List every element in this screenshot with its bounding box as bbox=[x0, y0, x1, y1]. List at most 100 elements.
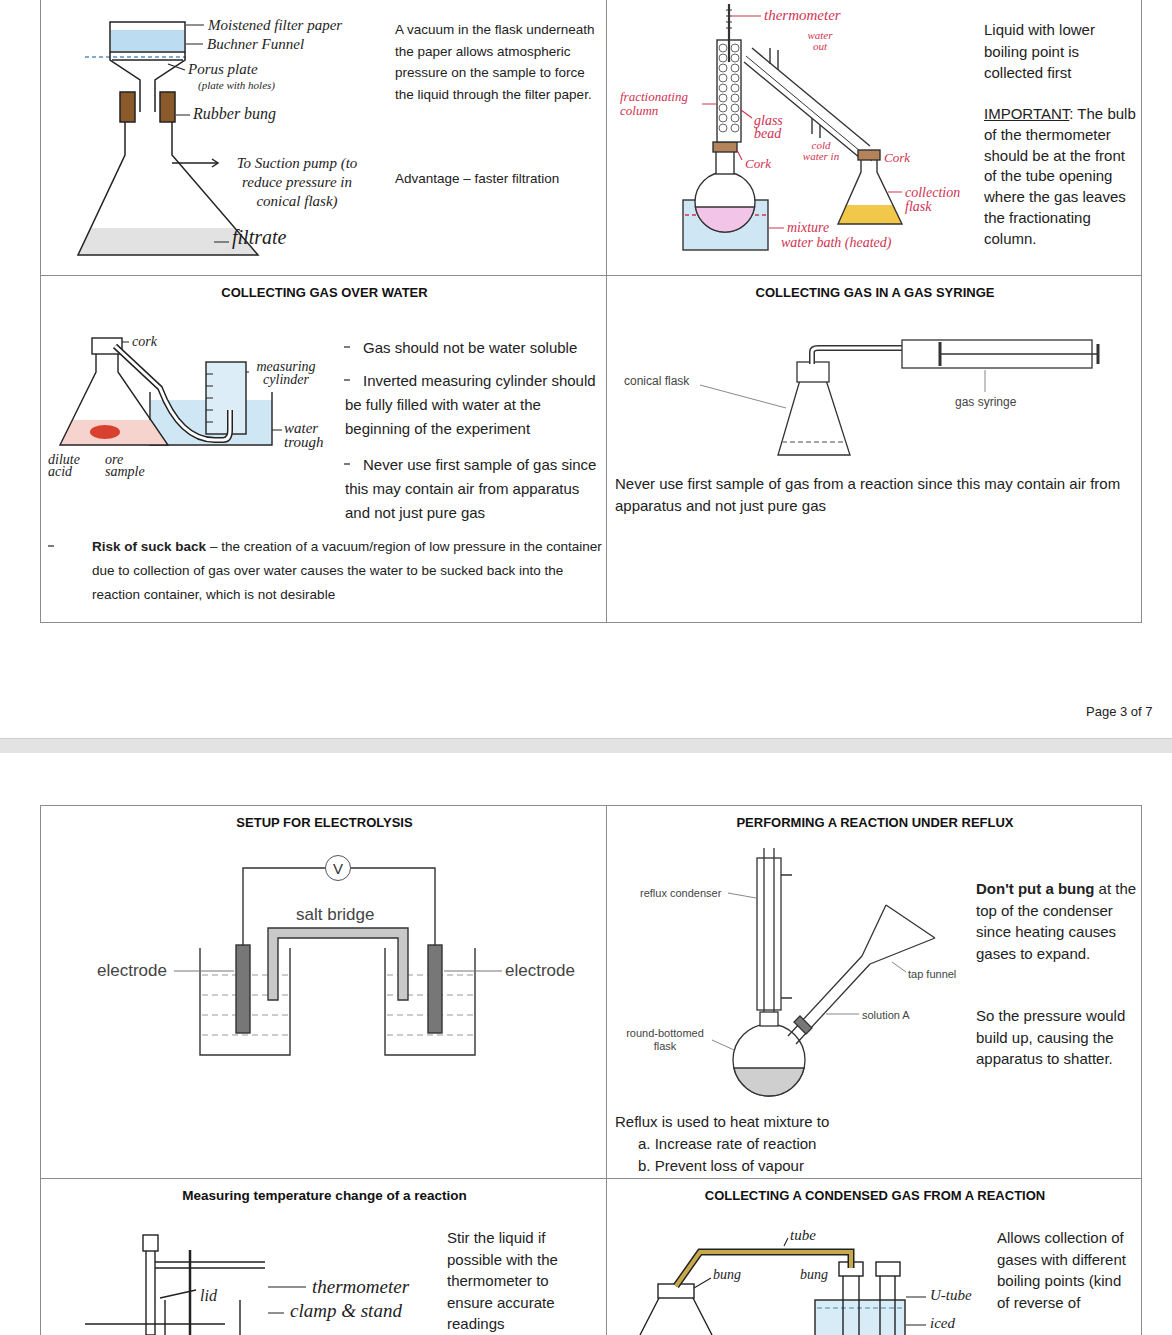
note-text: Risk of suck back bbox=[92, 539, 206, 554]
part-label: lid bbox=[200, 1286, 217, 1305]
part-label: water bath (heated) bbox=[781, 234, 891, 251]
condensed-gas-apparatus bbox=[694, 1238, 926, 1325]
gas-over-water-apparatus bbox=[115, 346, 230, 440]
page-separator bbox=[0, 738, 1172, 753]
voltmeter-circle: V bbox=[325, 855, 351, 881]
condensed-gas-apparatus bbox=[640, 1238, 926, 1335]
distillation-apparatus bbox=[838, 205, 902, 224]
section-heading: COLLECTING GAS OVER WATER bbox=[221, 285, 427, 300]
gas-syringe-apparatus bbox=[797, 362, 829, 382]
text-block: Never use first sample of gas from a rea… bbox=[615, 473, 1135, 517]
distillation-apparatus bbox=[746, 56, 872, 161]
distillation-apparatus bbox=[683, 200, 768, 250]
gas-over-water-apparatus bbox=[206, 374, 213, 422]
part-label: bung bbox=[713, 1266, 741, 1283]
note-text: Allows collection of gases with differen… bbox=[997, 1229, 1126, 1311]
text-block: Reflux is used to heat mixture to bbox=[615, 1111, 1015, 1133]
note-text: IMPORTANT bbox=[984, 105, 1069, 122]
electrolysis-apparatus bbox=[174, 971, 502, 972]
reflux-apparatus bbox=[760, 1012, 778, 1026]
bullet-mark bbox=[48, 347, 350, 546]
part-label: tube bbox=[790, 1226, 816, 1244]
text-block: COLLECTING GAS OVER WATER bbox=[41, 284, 608, 302]
text-block: PERFORMING A REACTION UNDER REFLUX bbox=[607, 814, 1143, 832]
part-label: Page 3 of 7 bbox=[1086, 704, 1153, 720]
text-block: SETUP FOR ELECTROLYSIS bbox=[41, 814, 608, 832]
part-label: water trough bbox=[284, 421, 336, 449]
text-block: Don't put a bungat the top of the conden… bbox=[976, 878, 1138, 964]
condensed-gas-apparatus bbox=[676, 1252, 851, 1286]
text-block: Never use first sample of gas since this… bbox=[345, 453, 597, 525]
part-label: water out bbox=[800, 30, 840, 52]
note-text: So the pressure would build up, causing … bbox=[976, 1007, 1125, 1067]
bullet-mark bbox=[344, 463, 350, 464]
distillation-apparatus bbox=[726, 10, 732, 28]
condensed-gas-apparatus bbox=[676, 1252, 851, 1286]
reflux-apparatus bbox=[757, 858, 781, 1010]
text-block: Advantage – faster filtration bbox=[395, 168, 607, 190]
condensed-gas-apparatus bbox=[876, 1262, 900, 1276]
filtration-apparatus bbox=[111, 30, 184, 51]
gas-over-water-apparatus bbox=[60, 352, 168, 445]
gas-syringe-apparatus bbox=[1097, 344, 1100, 364]
part-label: fractionating column bbox=[620, 90, 700, 118]
distillation-apparatus bbox=[731, 44, 739, 52]
reflux-apparatus bbox=[712, 893, 906, 1050]
gas-over-water-apparatus bbox=[206, 362, 246, 434]
part-label: solution A bbox=[862, 1008, 910, 1022]
gas-syringe-apparatus bbox=[778, 380, 850, 455]
filtration-apparatus bbox=[85, 56, 186, 58]
part-label: electrode bbox=[97, 961, 167, 981]
note-cell: COLLECTING GAS OVER WATERGas should not … bbox=[40, 275, 607, 623]
part-label: Cork bbox=[745, 156, 771, 172]
filtration-apparatus bbox=[112, 59, 183, 61]
gas-over-water-apparatus bbox=[60, 420, 168, 445]
part-label: To Suction pump (to reduce pressure in c… bbox=[222, 154, 372, 211]
note-text: : The bulb of the thermometer should be … bbox=[984, 105, 1136, 247]
part-label: thermometer bbox=[312, 1276, 409, 1298]
note-text: Advantage – faster filtration bbox=[395, 171, 559, 186]
text-block: Inverted measuring cylinder should be fu… bbox=[345, 369, 597, 441]
part-label: U-tube bbox=[930, 1286, 972, 1304]
text-block: A vacuum in the flask underneath the pap… bbox=[395, 19, 607, 105]
gas-syringe-apparatus bbox=[812, 348, 902, 364]
part-label: cold water in bbox=[800, 140, 842, 162]
temperature-apparatus bbox=[155, 1262, 265, 1268]
distillation-apparatus bbox=[719, 84, 727, 92]
note-text: A vacuum in the flask underneath the pap… bbox=[395, 22, 595, 102]
part-label: conical flask bbox=[624, 374, 689, 389]
note-cell: COLLECTING A CONDENSED GAS FROM A REACTI… bbox=[606, 1178, 1142, 1335]
reflux-apparatus bbox=[734, 1068, 804, 1096]
part-label: salt bridge bbox=[296, 905, 374, 925]
distillation-apparatus bbox=[728, 4, 730, 62]
temperature-apparatus bbox=[85, 1235, 306, 1335]
part-label: dilute acid bbox=[48, 454, 90, 478]
gas-syringe-apparatus bbox=[700, 340, 1098, 455]
part-label: electrode bbox=[505, 961, 575, 981]
gas-syringe-apparatus bbox=[940, 353, 1098, 354]
distillation-apparatus bbox=[719, 54, 727, 62]
distillation-apparatus bbox=[744, 48, 870, 158]
filtration-apparatus bbox=[78, 122, 258, 255]
distillation-apparatus bbox=[731, 114, 739, 122]
distillation-apparatus bbox=[719, 104, 727, 112]
bullet-mark bbox=[48, 545, 54, 546]
reflux-apparatus bbox=[733, 1024, 805, 1096]
text-block: COLLECTING A CONDENSED GAS FROM A REACTI… bbox=[607, 1187, 1143, 1205]
note-text: Don't put a bung bbox=[976, 880, 1095, 897]
note-text: a. Increase rate of reaction bbox=[638, 1135, 816, 1152]
distillation-apparatus bbox=[719, 124, 727, 132]
part-label: Rubber bung bbox=[193, 104, 276, 123]
distillation-apparatus bbox=[731, 74, 739, 82]
part-label: Cork bbox=[884, 150, 910, 166]
text-block: a. Increase rate of reaction bbox=[638, 1133, 1018, 1155]
part-label: Moistened filter paper bbox=[208, 16, 342, 34]
note-cell: SETUP FOR ELECTROLYSIS V bbox=[40, 805, 607, 1179]
text-block: So the pressure would build up, causing … bbox=[976, 1005, 1138, 1070]
part-label: bung bbox=[800, 1266, 828, 1283]
gas-syringe-apparatus bbox=[700, 370, 985, 408]
text-block: IMPORTANT: The bulb of the thermometer s… bbox=[984, 104, 1137, 250]
distillation-apparatus bbox=[719, 74, 727, 82]
